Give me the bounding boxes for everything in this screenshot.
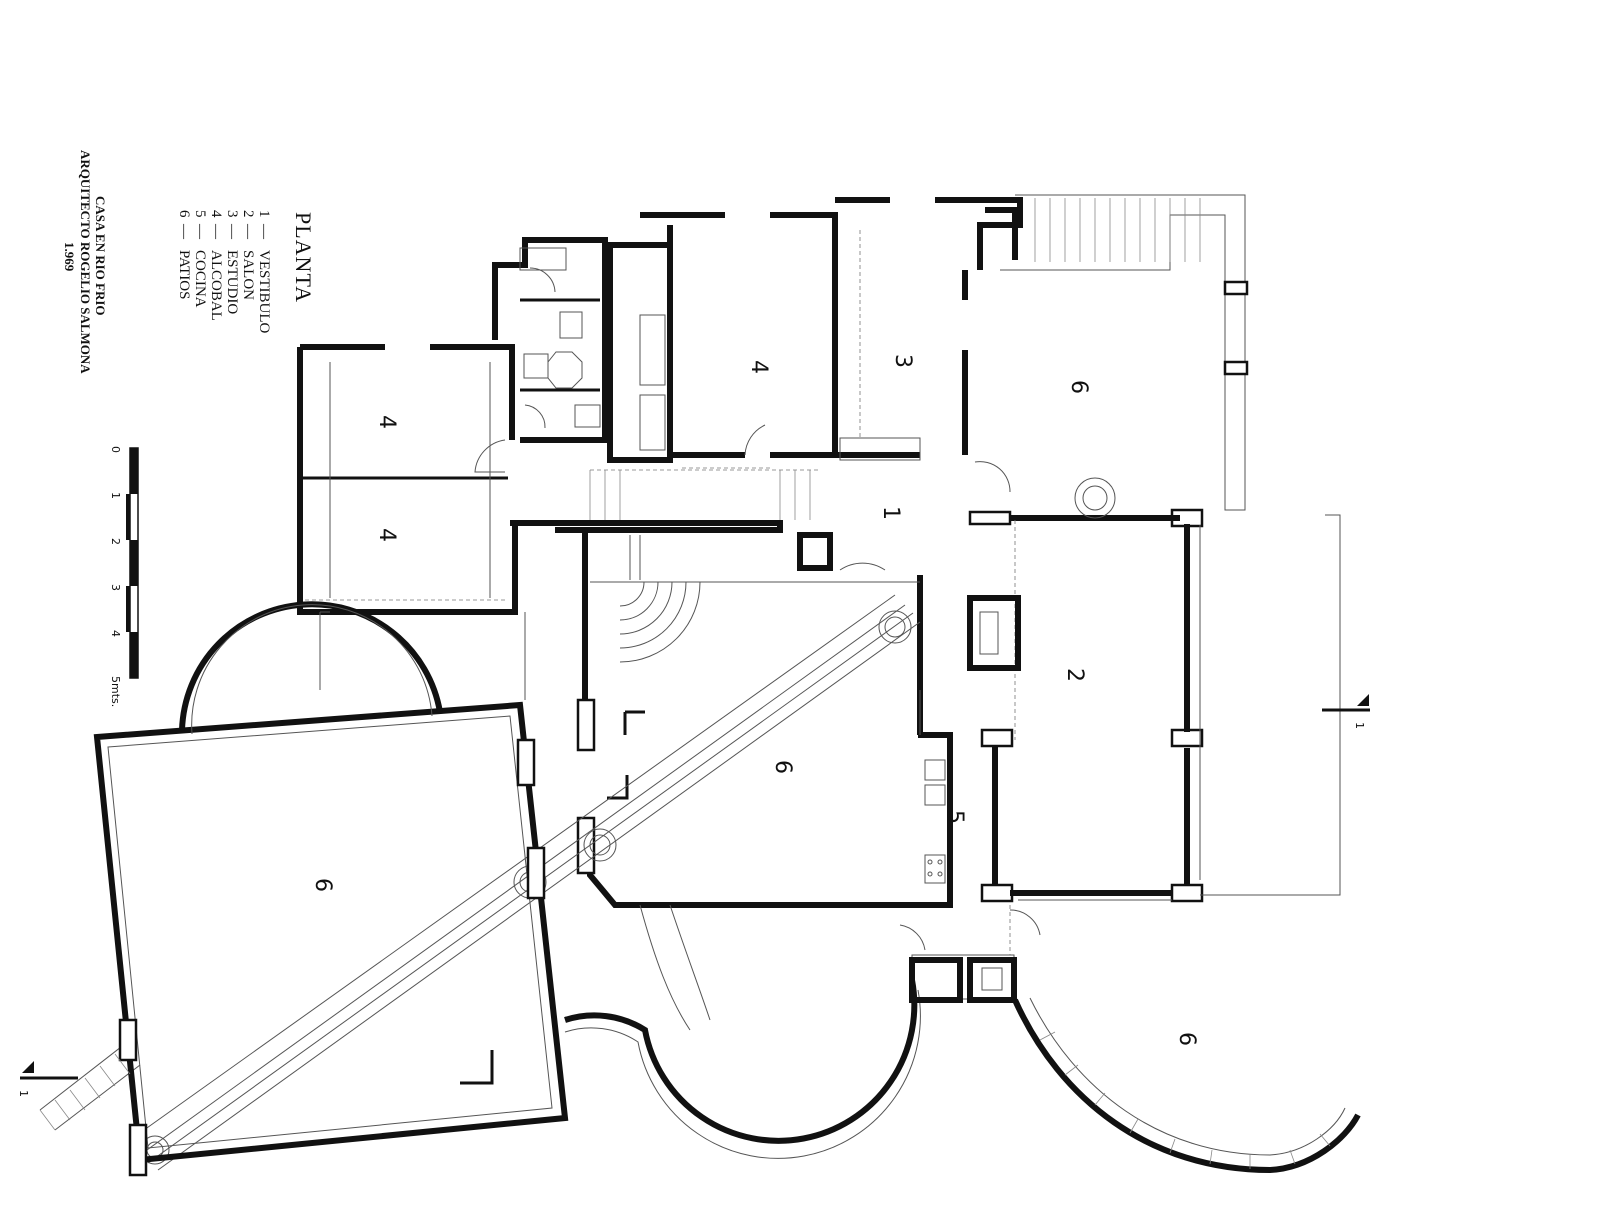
legend-item-dash: — xyxy=(192,223,208,240)
scale-tick-2: 2 xyxy=(109,538,122,545)
legend-item-label: SALON xyxy=(240,250,256,300)
legend-item-num: 5 xyxy=(192,210,208,218)
legend-item-num: 3 xyxy=(224,210,240,218)
legend-item-dash: — xyxy=(224,223,240,240)
stairs-ne xyxy=(1034,198,1201,262)
room-label-patio-center: 6 xyxy=(770,760,795,774)
room-labels: 1 2 3 4 4 4 5 6 6 6 6 xyxy=(310,354,1199,1046)
legend-item-label: PATIOS xyxy=(176,250,192,299)
scale-tick-5: 5mts. xyxy=(109,676,122,707)
architect-name: ARQUITECTO ROGELIO SALMONA xyxy=(78,150,93,374)
room-label-salon: 2 xyxy=(1062,668,1087,682)
room-label-alcoba-left-b: 4 xyxy=(374,528,399,542)
scale-tick-0: 0 xyxy=(109,446,122,453)
room-label-estudio: 3 xyxy=(890,354,915,368)
legend-item-5: 5 — COCINA xyxy=(192,210,208,308)
legend-item-dash: — xyxy=(208,223,224,240)
room-label-patio-ne: 6 xyxy=(1066,380,1091,394)
legend-item-2: 2 — SALON xyxy=(240,210,256,300)
legend-item-num: 1 xyxy=(256,210,272,218)
legend-item-label: ALCOBAL xyxy=(208,250,224,321)
legend-item-3: 3 — ESTUDIO xyxy=(224,210,240,314)
scale-bar: 0 1 2 3 4 5mts. xyxy=(109,446,139,707)
room-label-patio-big: 6 xyxy=(310,878,335,892)
credits: CASA EN RIO FRIO ARQUITECTO ROGELIO SALM… xyxy=(62,150,108,374)
room-label-alcoba-left-a: 4 xyxy=(374,415,399,429)
room-label-patio-se: 6 xyxy=(1174,1032,1199,1046)
legend-item-label: COCINA xyxy=(192,250,208,308)
legend-item-num: 6 xyxy=(176,210,192,218)
legend-item-label: ESTUDIO xyxy=(224,250,240,314)
legend-item-num: 2 xyxy=(240,210,256,218)
legend-item-dash: — xyxy=(240,223,256,240)
year: 1.969 xyxy=(62,242,77,272)
stairs-corridor xyxy=(589,470,811,520)
legend-item-dash: — xyxy=(256,223,272,240)
room-label-alcoba-upper: 4 xyxy=(746,360,771,374)
room-label-cocina: 5 xyxy=(942,810,967,824)
curved-wall-ticks xyxy=(1039,1031,1331,1169)
legend-item-4: 4 — ALCOBAL xyxy=(208,210,224,321)
scale-tick-3: 3 xyxy=(109,584,122,591)
walls: 1 xyxy=(17,194,1370,1177)
legend-item-6: 6 — PATIOS xyxy=(176,210,192,299)
legend-item-1: 1 — VESTIBULO xyxy=(256,210,272,333)
room-label-vestibulo: 1 xyxy=(878,506,903,520)
legend: PLANTA 1 — VESTIBULO 2 — SALON 3 — ESTUD… xyxy=(176,210,316,333)
stair-quarter-circle xyxy=(619,581,701,663)
legend-item-label: VESTIBULO xyxy=(256,250,272,333)
legend-item-num: 4 xyxy=(208,210,224,218)
project-title: CASA EN RIO FRIO xyxy=(93,196,108,316)
section-marker-right: 1 xyxy=(1353,722,1366,729)
scale-tick-4: 4 xyxy=(109,630,122,637)
section-marker-left: 1 xyxy=(17,1090,30,1097)
stairs-sw xyxy=(39,1053,131,1131)
legend-title: PLANTA xyxy=(291,212,316,303)
scale-tick-1: 1 xyxy=(109,492,122,499)
legend-item-dash: — xyxy=(176,223,192,240)
